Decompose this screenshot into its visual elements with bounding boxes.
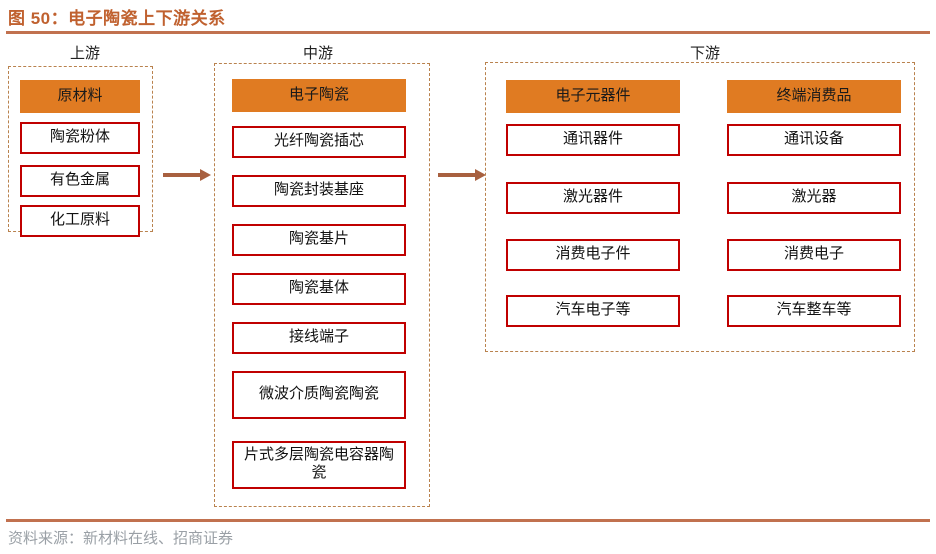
node-downstream-col1-item-2[interactable]: 消费电子: [727, 239, 901, 271]
node-downstream-col1-item-3[interactable]: 汽车整车等: [727, 295, 901, 327]
node-midstream-header[interactable]: 电子陶瓷: [232, 79, 406, 112]
node-upstream-item-1[interactable]: 有色金属: [20, 165, 140, 197]
node-downstream-col0-item-1[interactable]: 激光器件: [506, 182, 680, 214]
arrow-upstream-to-midstream: [163, 169, 211, 181]
node-downstream-col0-item-3[interactable]: 汽车电子等: [506, 295, 680, 327]
node-downstream-col1-item-1[interactable]: 激光器: [727, 182, 901, 214]
node-midstream-item-6[interactable]: 片式多层陶瓷电容器陶瓷: [232, 441, 406, 489]
footer-divider: [6, 519, 930, 522]
node-upstream-header[interactable]: 原材料: [20, 80, 140, 113]
node-midstream-item-0[interactable]: 光纤陶瓷插芯: [232, 126, 406, 158]
node-downstream-col0-item-2[interactable]: 消费电子件: [506, 239, 680, 271]
node-downstream-col1-header[interactable]: 终端消费品: [727, 80, 901, 113]
node-downstream-col0-header[interactable]: 电子元器件: [506, 80, 680, 113]
group-midstream: [214, 63, 430, 507]
arrow-midstream-to-downstream: [438, 169, 486, 181]
source-note: 资料来源：新材料在线、招商证券: [8, 531, 234, 547]
arrow-head: [200, 169, 211, 181]
stage-caption-downstream: 下游: [689, 46, 720, 62]
node-downstream-col1-item-0[interactable]: 通讯设备: [727, 124, 901, 156]
page-title: 图 50：电子陶瓷上下游关系: [8, 9, 226, 28]
arrow-shaft: [438, 173, 476, 177]
node-midstream-item-1[interactable]: 陶瓷封装基座: [232, 175, 406, 207]
node-downstream-col0-item-0[interactable]: 通讯器件: [506, 124, 680, 156]
node-upstream-item-2[interactable]: 化工原料: [20, 205, 140, 237]
arrow-shaft: [163, 173, 201, 177]
node-midstream-item-4[interactable]: 接线端子: [232, 322, 406, 354]
arrow-head: [475, 169, 486, 181]
node-midstream-item-3[interactable]: 陶瓷基体: [232, 273, 406, 305]
stage-caption-upstream: 上游: [69, 46, 100, 62]
title-divider-top: [6, 31, 930, 34]
node-midstream-item-2[interactable]: 陶瓷基片: [232, 224, 406, 256]
group-downstream: [485, 62, 915, 352]
node-upstream-item-0[interactable]: 陶瓷粉体: [20, 122, 140, 154]
stage-caption-midstream: 中游: [302, 46, 333, 62]
node-midstream-item-5[interactable]: 微波介质陶瓷陶瓷: [232, 371, 406, 419]
